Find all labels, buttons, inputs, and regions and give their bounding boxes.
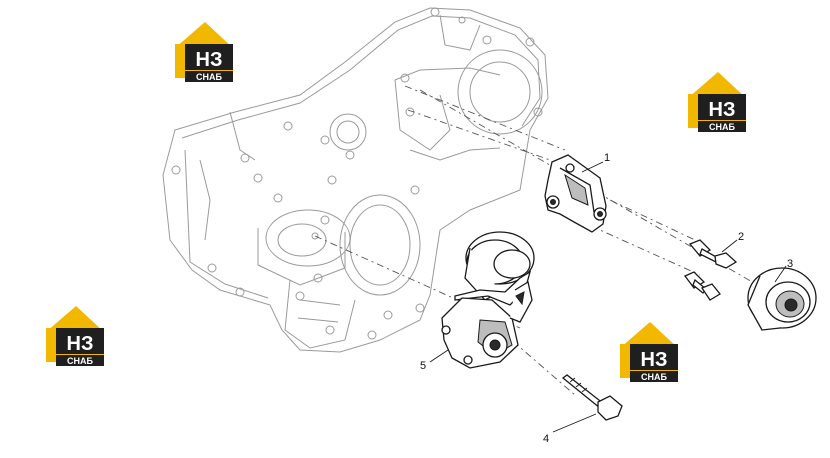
callout-3: 3 — [787, 258, 793, 270]
brand-logo-watermark: НЗ СНАБ — [620, 322, 678, 382]
callout-5: 5 — [420, 360, 426, 372]
logo-word: СНАБ — [67, 356, 93, 366]
part-5-belt-tensioner — [441, 231, 535, 369]
logo-letters: НЗ — [709, 99, 736, 121]
part-3-idler-pulley — [747, 267, 817, 331]
logo-letters: НЗ — [196, 49, 223, 71]
callout-2: 2 — [738, 231, 744, 243]
logo-word: СНАБ — [196, 72, 222, 82]
engine-cover-ghost — [162, 7, 549, 353]
part-1-bracket — [544, 154, 607, 233]
part-4-long-bolt — [561, 374, 623, 421]
callout-1: 1 — [604, 152, 610, 164]
callout-4: 4 — [543, 433, 549, 445]
part-2-bolts — [683, 239, 738, 301]
callout-leaders — [429, 161, 787, 433]
assembly-axis-lines — [314, 85, 781, 396]
logo-letters: НЗ — [641, 349, 668, 371]
logo-word: СНАБ — [709, 122, 735, 132]
logo-word: СНАБ — [641, 372, 667, 382]
logo-letters: НЗ — [67, 333, 94, 355]
brand-logo-watermark: НЗ СНАБ — [688, 72, 746, 132]
brand-logo-watermark: НЗ СНАБ — [46, 306, 104, 366]
brand-logo-watermark: НЗ СНАБ — [175, 22, 233, 82]
